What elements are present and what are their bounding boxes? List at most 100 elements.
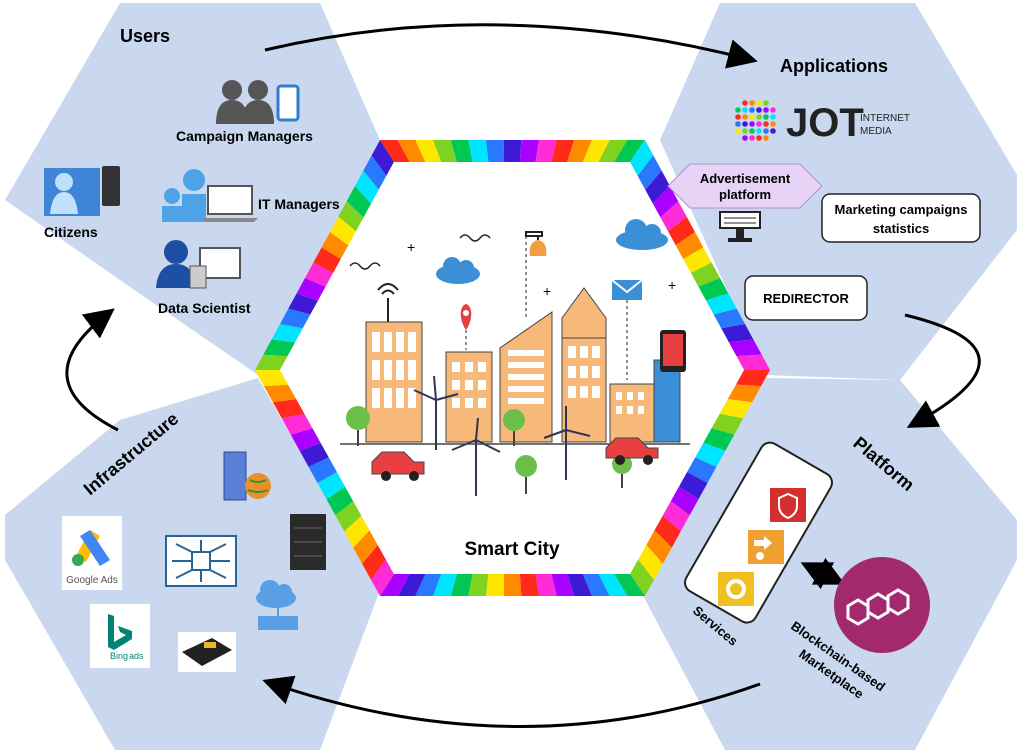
rainbow-stripe [675, 232, 704, 260]
rainbow-stripe [662, 501, 690, 532]
advertisement-platform-shape [667, 163, 823, 209]
jot-logo-dot [749, 135, 755, 141]
rainbow-stripe [433, 140, 457, 162]
jot-logo-dot [756, 107, 762, 113]
jot-logo-dot [749, 107, 755, 113]
rainbow-stripe [263, 384, 297, 403]
bell-icon [525, 231, 547, 320]
wind-turbine-icon [451, 417, 501, 496]
jot-logo-dot [735, 107, 741, 113]
hardware-device-icon [178, 632, 236, 672]
it-managers-icon [162, 169, 258, 222]
cloud-icon [616, 219, 668, 250]
rainbow-stripe [721, 324, 754, 343]
rainbow-stripe [551, 140, 575, 162]
jot-logo-dot [770, 114, 776, 120]
jot-logo-word: JOT [786, 101, 864, 145]
rainbow-stripe [296, 278, 326, 301]
citizens-label: Citizens [44, 224, 98, 240]
rainbow-stripe [535, 140, 557, 162]
jot-logo-dot [742, 107, 748, 113]
rainbow-stripe [614, 140, 645, 162]
rainbow-stripe [638, 544, 663, 580]
rainbow-stripe [280, 308, 311, 329]
marketing-campaigns-line2: statistics [873, 221, 929, 236]
rainbow-stripe [272, 399, 305, 419]
rainbow-stripe [670, 486, 699, 516]
rainbow-stripe [255, 370, 289, 387]
marketing-campaigns-box [821, 193, 981, 243]
rainbow-stripe [687, 457, 717, 483]
rainbow-stripe [582, 574, 610, 596]
rainbow-stripe [338, 201, 364, 232]
rainbow-stripe [415, 140, 442, 162]
rainbow-stripe [598, 574, 628, 596]
workflow-icon [748, 530, 784, 564]
decor-plus: + [407, 239, 415, 255]
smart-city-illustration: + + + [340, 219, 690, 496]
users-to-applications-arrow [264, 23, 758, 69]
mail-icon [611, 279, 643, 380]
jot-logo-dot [735, 114, 741, 120]
jot-logo-dot [756, 114, 762, 120]
google-ads-logo [62, 516, 122, 590]
redirector-label: REDIRECTOR [763, 291, 849, 306]
security-shield-icon [770, 488, 806, 522]
bing-ads-logo [90, 604, 150, 668]
rainbow-stripe [567, 574, 592, 596]
rainbow-stripe [326, 486, 354, 516]
rainbow-stripe [308, 457, 337, 483]
rainbow-stripe [255, 354, 288, 370]
bing-ads-word: Bing [110, 651, 128, 661]
rainbow-stripe [654, 515, 681, 548]
rainbow-stripe [535, 574, 557, 596]
rainbow-hexagon-border [255, 140, 770, 596]
platform-to-infrastructure-arrow [262, 675, 761, 728]
services-marketplace-arrow [800, 557, 846, 590]
center-title: Smart City [464, 539, 559, 560]
rainbow-stripe [486, 574, 505, 596]
jot-logo-dot [763, 135, 769, 141]
rainbow-stripe [468, 574, 489, 596]
rainbow-stripe [645, 170, 670, 204]
rainbow-stripe [415, 574, 442, 596]
rainbow-stripe [735, 370, 770, 387]
rainbow-stripe [335, 501, 362, 532]
rainbow-stripe [614, 574, 645, 596]
rainbow-stripe [668, 216, 695, 246]
infrastructure-to-users-arrow [65, 308, 119, 432]
building [609, 383, 655, 443]
wifi-icon [377, 283, 399, 322]
rainbow-stripe [363, 155, 387, 190]
rainbow-stripe [468, 140, 489, 162]
jot-logo-dot [735, 128, 741, 134]
rainbow-stripe [706, 293, 737, 315]
bing-ads-label: ads [129, 651, 144, 661]
car-icon [605, 437, 659, 465]
rainbow-stripe [719, 399, 753, 419]
rainbow-stripe [313, 247, 341, 273]
rainbow-stripe [450, 574, 473, 596]
advertisement-platform-line2: platform [719, 187, 771, 202]
cloud-icon [436, 257, 480, 284]
server-rack-icon [290, 514, 326, 570]
building [445, 351, 493, 443]
rainbow-stripe [582, 140, 610, 162]
jot-logo-dot [763, 114, 769, 120]
building [561, 287, 607, 443]
rainbow-stripe [519, 574, 539, 596]
rainbow-stripe [703, 428, 735, 451]
rainbow-stripe [678, 472, 708, 500]
jot-logo-dot [742, 100, 748, 106]
rainbow-stripe [355, 170, 379, 204]
rainbow-stripe [305, 262, 334, 287]
rainbow-stripe [598, 140, 628, 162]
jot-logo-dot [742, 135, 748, 141]
rainbow-stripe [433, 574, 457, 596]
jot-logo-dot [770, 107, 776, 113]
jot-logo-line1: INTERNET [860, 113, 910, 124]
rainbow-stripe [652, 186, 679, 218]
rainbow-stripe [711, 413, 744, 435]
rainbow-stripe [321, 232, 349, 260]
